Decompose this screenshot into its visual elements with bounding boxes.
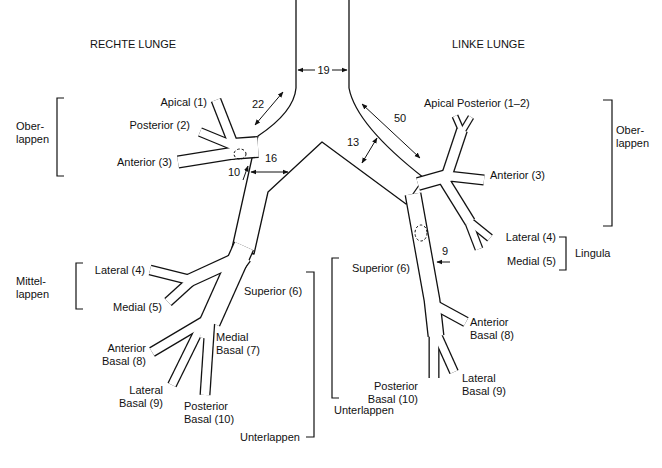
- segment-label: Apical Posterior (1–2): [424, 97, 554, 110]
- lung-heading: RECHTE LUNGE: [90, 38, 190, 51]
- lung-heading: LINKE LUNGE: [452, 38, 552, 51]
- dimension-arrows: [243, 70, 450, 262]
- apical-posterior-bronchus: [446, 130, 462, 178]
- anterior-bronchus: [448, 176, 484, 180]
- segment-label: Medial (5): [96, 301, 162, 314]
- brackets: [57, 98, 612, 437]
- apical-posterior-tip: [462, 117, 471, 132]
- bracket: [559, 237, 566, 270]
- branch-core: [413, 194, 436, 336]
- medial-bronchus: [168, 282, 190, 302]
- branch-core: [446, 130, 462, 178]
- dimension-number: 22: [250, 98, 266, 111]
- dimension-number: 9: [439, 245, 451, 258]
- segment-label: Posterior Basal (10): [360, 380, 418, 406]
- branch-core: [448, 176, 484, 180]
- branch-core: [436, 332, 454, 372]
- superior-origin: [415, 225, 427, 241]
- main-airway: [232, 0, 424, 254]
- lobe-label: Ober- lappen: [16, 120, 56, 146]
- branch-core: [230, 147, 258, 149]
- segment-label: Anterior Basal (8): [90, 342, 146, 368]
- branch-core: [444, 180, 470, 222]
- segment-label: Superior (6): [340, 262, 410, 275]
- branch-core: [433, 304, 466, 322]
- bracket: [57, 98, 64, 176]
- lobe-label: Ober- lappen: [616, 124, 658, 150]
- dimension-arrow: [362, 104, 420, 158]
- dimension-number: 50: [392, 112, 408, 125]
- segment-label: Superior (6): [244, 285, 306, 298]
- segment-label: Anterior Basal (8): [470, 316, 530, 342]
- segment-label: Lateral Basal (9): [110, 384, 163, 410]
- anterior-bronchus: [178, 153, 234, 162]
- branch-core: [228, 258, 246, 282]
- segment-label: Posterior Basal (10): [184, 400, 246, 426]
- branch-core: [150, 270, 190, 280]
- segment-label: Lateral (4): [490, 231, 556, 244]
- dimension-number: 16: [263, 152, 279, 165]
- segment-label: Lateral Basal (9): [462, 372, 522, 398]
- lobe-label: Mittel- lappen: [16, 275, 68, 301]
- branch-cores: [150, 100, 490, 395]
- lingula-bronchus: [444, 180, 470, 222]
- branch-core: [430, 332, 438, 378]
- branch-core: [200, 132, 234, 146]
- branch-core: [178, 153, 234, 162]
- branch-core: [168, 282, 190, 302]
- right-upper-lobe-bronchus: [230, 147, 258, 149]
- bracket: [306, 272, 314, 437]
- segment-label: Apical (1): [140, 96, 207, 109]
- segment-label: Medial Basal (7): [216, 331, 266, 357]
- upper-lobe-origin: [234, 149, 246, 159]
- lobe-label: Unterlappen: [334, 404, 404, 417]
- posterior-basal-bronchus: [205, 320, 210, 395]
- dimension-number: 13: [345, 136, 361, 149]
- bracket: [76, 263, 83, 309]
- dimension-arrow: [437, 262, 450, 263]
- segment-label: Medial (5): [490, 255, 556, 268]
- segment-label: Lateral (4): [80, 264, 145, 277]
- lobe-label: Lingula: [575, 247, 625, 260]
- bracket: [603, 100, 612, 226]
- branch-core: [462, 117, 471, 132]
- lobe-label: Unterlappen: [240, 431, 310, 444]
- segment-label: Posterior (2): [110, 119, 190, 132]
- bracket: [332, 258, 339, 398]
- left-lower-trunk: [413, 194, 436, 336]
- dimension-number: 10: [226, 166, 242, 179]
- lateral-bronchus: [150, 270, 190, 280]
- dimension-number: 19: [315, 64, 332, 77]
- segment-label: Anterior (3): [490, 169, 560, 182]
- posterior-basal-bronchus: [429, 332, 440, 378]
- dimension-arrow: [243, 166, 248, 180]
- dimension-arrow: [251, 172, 288, 173]
- segment-label: Anterior (3): [92, 156, 172, 169]
- dimension-arrow: [362, 138, 377, 163]
- branch-core: [205, 320, 210, 395]
- branch-core: [172, 322, 203, 385]
- branch-walls: [150, 100, 490, 395]
- branch-core: [469, 223, 479, 249]
